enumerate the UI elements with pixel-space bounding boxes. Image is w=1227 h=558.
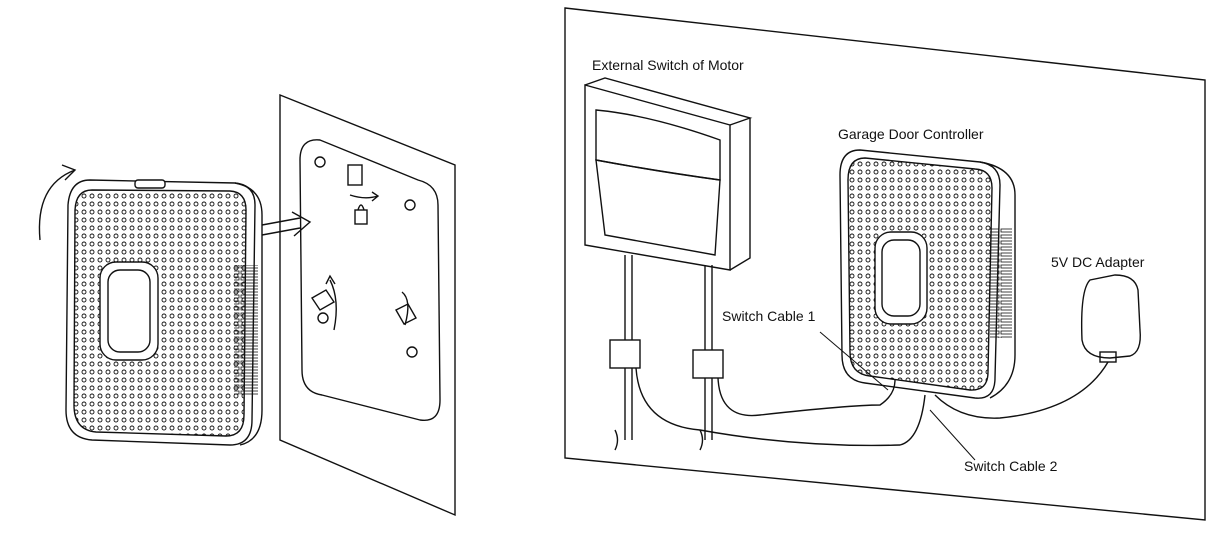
- garage-door-controller: [839, 149, 1016, 399]
- adapter-label: 5V DC Adapter: [1051, 254, 1145, 270]
- external-switch-box: [584, 77, 753, 451]
- lock-icon: [354, 209, 368, 225]
- external-switch-label: External Switch of Motor: [592, 57, 744, 73]
- switch-cable-2: [635, 367, 926, 447]
- switch-cable-1: [717, 377, 896, 417]
- wall-mount-plate: [279, 93, 456, 517]
- adapter-cable: [934, 361, 1109, 419]
- switch-cable-1-label: Switch Cable 1: [722, 308, 816, 324]
- switch-cable-2-label: Switch Cable 2: [964, 458, 1058, 474]
- dc-adapter: [1080, 274, 1141, 363]
- arrow-icon: [261, 217, 301, 236]
- controller-label: Garage Door Controller: [838, 126, 984, 142]
- controller-device-left: [38, 164, 263, 446]
- wall: [564, 7, 1206, 521]
